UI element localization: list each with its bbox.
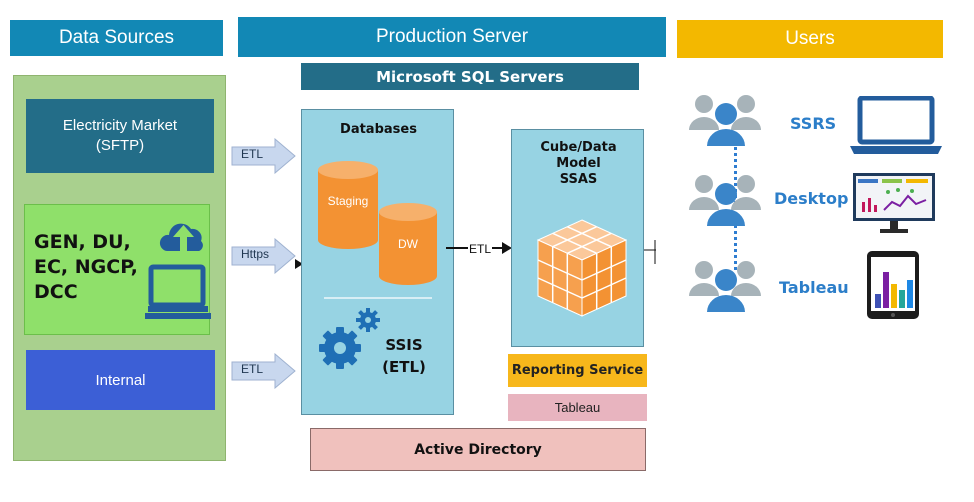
- arrow-https: Https: [231, 238, 297, 274]
- user-tableau-label: Tableau: [779, 278, 849, 297]
- cube-connector: [644, 240, 656, 264]
- https-pointer: [295, 259, 303, 269]
- source-gen-group: GEN, DU, EC, NGCP, DCC: [24, 204, 213, 335]
- cube-icon: [536, 218, 628, 318]
- sql-servers-bar: Microsoft SQL Servers: [301, 63, 639, 90]
- active-directory-box: Active Directory: [310, 428, 646, 471]
- laptop-icon: [143, 259, 213, 329]
- users-icon: [686, 168, 776, 230]
- tableau-box: Tableau: [508, 394, 647, 421]
- database-icon: [378, 202, 438, 286]
- ssis-label: SSIS (ETL): [382, 336, 426, 376]
- source-internal: Internal: [26, 350, 215, 410]
- arrow-https-label: Https: [241, 247, 270, 261]
- header-production-server: Production Server: [238, 17, 666, 57]
- monitor-icon: [852, 172, 936, 234]
- source-electricity-market-label: Electricity Market (SFTP): [62, 117, 178, 154]
- tableau-box-label: Tableau: [554, 400, 601, 415]
- users-icon: [686, 254, 776, 316]
- arrow-etl-top-label: ETL: [241, 147, 264, 161]
- user-desktop-label: Desktop: [774, 189, 849, 208]
- header-data-sources: Data Sources: [10, 20, 223, 56]
- header-production-server-label: Production Server: [375, 26, 529, 47]
- source-internal-label: Internal: [95, 371, 146, 389]
- staging-label: Staging: [327, 194, 369, 208]
- header-users-label: Users: [785, 28, 835, 49]
- source-electricity-market: Electricity Market (SFTP): [26, 99, 214, 173]
- header-data-sources-label: Data Sources: [58, 27, 175, 48]
- user-ssrs-label: SSRS: [790, 114, 837, 133]
- databases-panel: Databases Staging DW: [301, 109, 454, 415]
- databases-title: Databases: [340, 122, 417, 137]
- header-users: Users: [677, 20, 943, 58]
- reporting-service-label: Reporting Service: [511, 363, 644, 378]
- arrow-etl-middle-label: ETL: [469, 242, 492, 256]
- active-directory-label: Active Directory: [414, 441, 542, 458]
- tablet-icon: [866, 250, 920, 320]
- cube-panel: Cube/Data Model SSAS: [511, 129, 644, 347]
- arrow-etl-bottom: ETL: [231, 353, 297, 389]
- laptop-icon: [850, 96, 942, 156]
- users-icon: [686, 88, 776, 150]
- arrow-etl-top: ETL: [231, 138, 297, 174]
- source-gen-group-label: GEN, DU, EC, NGCP, DCC: [34, 231, 138, 303]
- cube-title: Cube/Data Model SSAS: [540, 140, 617, 187]
- reporting-service-box: Reporting Service: [508, 354, 647, 387]
- arrow-etl-middle: [446, 240, 512, 256]
- gear-icon: [314, 306, 382, 374]
- database-icon: [317, 160, 379, 250]
- sql-servers-label: Microsoft SQL Servers: [376, 67, 564, 86]
- arrow-etl-bottom-label: ETL: [241, 362, 264, 376]
- dw-label: DW: [398, 237, 418, 251]
- cloud-upload-icon: [159, 211, 207, 263]
- divider: [324, 297, 432, 299]
